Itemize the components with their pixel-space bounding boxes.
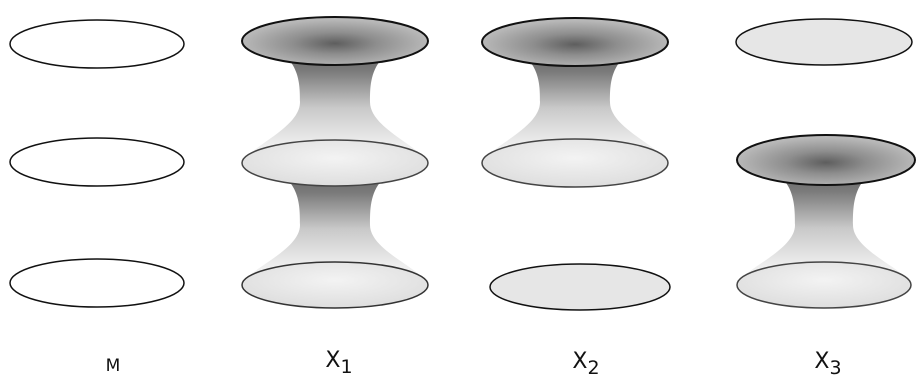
x1-bottom-boundary [241,261,429,309]
x1-top-cap [241,16,429,66]
x2-bottom-disk [489,263,671,311]
label-m: M [106,356,121,376]
column-m [9,19,185,308]
label-x1: X1 [325,348,352,378]
column-x1 [241,16,429,309]
label-x1-sub: 1 [340,356,352,378]
x2-middle-boundary [481,138,669,188]
x3-cobordism [737,160,911,284]
m-circle-bottom [9,258,185,308]
x3-top-disk [735,18,913,66]
column-x2 [481,17,671,311]
x2-cobordism [482,41,668,163]
label-x3: X3 [814,349,841,379]
x3-top-cap [736,134,916,186]
label-x1-base: X [325,348,340,373]
x1-lower-cobordism [242,162,428,284]
label-x3-sub: 3 [829,357,841,379]
x1-upper-cobordism [242,40,428,163]
label-x2-base: X [572,349,587,374]
m-circle-middle [9,137,185,187]
x3-bottom-boundary [736,261,912,309]
column-x3 [735,18,916,309]
label-x2-sub: 2 [587,357,599,379]
x1-middle-boundary [241,139,429,187]
label-x2: X2 [572,349,599,379]
x2-top-cap [481,17,669,67]
m-circle-top [9,19,185,69]
label-x3-base: X [814,349,829,374]
